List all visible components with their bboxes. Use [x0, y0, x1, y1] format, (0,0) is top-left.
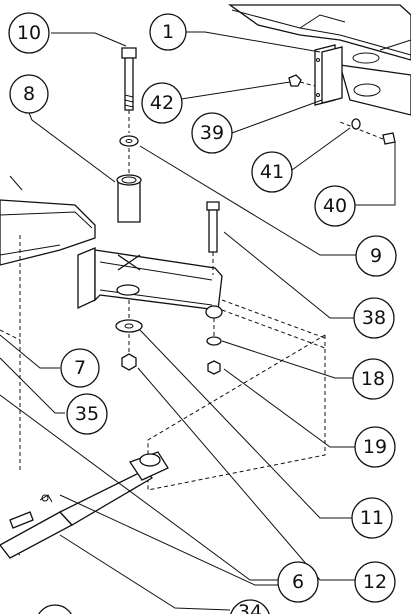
callout-7-label: 7 [74, 357, 86, 379]
nut-12 [121, 334, 137, 371]
washer-18 [206, 318, 222, 346]
leader-lines [0, 31, 396, 611]
callout-39: 39 [191, 112, 233, 154]
callout-42-label: 42 [150, 92, 174, 114]
pivot-arm [77, 247, 223, 319]
callout-8-label: 8 [23, 83, 35, 105]
callout-12: 12 [354, 561, 396, 603]
washer-9 [119, 135, 139, 147]
callout-6-label: 6 [292, 571, 304, 593]
callout-8: 8 [9, 74, 49, 114]
callout-35: 35 [66, 393, 108, 435]
callout-10-label: 10 [17, 22, 41, 44]
callout-1-label: 1 [162, 21, 174, 43]
hydraulic-cylinder [0, 451, 169, 559]
mounting-plate [314, 44, 343, 106]
callout-12-label: 12 [363, 571, 387, 593]
washer-11 [115, 300, 143, 333]
nut-42 [288, 74, 316, 87]
frame-rail-top [227, 4, 411, 116]
callout-19: 19 [354, 426, 396, 468]
callout-1: 1 [149, 13, 187, 51]
callout-7: 7 [60, 348, 100, 388]
callout-34-label: 34 [238, 601, 262, 614]
nut-19 [207, 360, 221, 375]
bushing-8 [116, 148, 142, 223]
callout-40-label: 40 [323, 195, 347, 217]
callout-40: 40 [314, 185, 356, 227]
callout-38: 38 [353, 297, 395, 339]
callout-11-label: 11 [360, 507, 384, 529]
washer-41 [351, 118, 361, 130]
callout-34: 34 [230, 599, 270, 614]
callout-11: 11 [351, 497, 393, 539]
bolt-10 [121, 47, 137, 133]
callout-10: 10 [8, 12, 50, 54]
callout-42: 42 [141, 82, 183, 124]
callout-9-label: 9 [370, 245, 382, 267]
callout-41-label: 41 [260, 161, 284, 183]
callout-39-label: 39 [200, 122, 224, 144]
callout-6: 6 [277, 561, 319, 603]
bolt-40 [339, 121, 396, 145]
callout-35-label: 35 [75, 403, 99, 425]
callout-38-label: 38 [362, 307, 386, 329]
callout-partial-bottom-left [38, 604, 72, 614]
callout-18-label: 18 [361, 368, 385, 390]
callout-9: 9 [355, 235, 397, 277]
hidden-lines [0, 299, 326, 556]
pin-38 [206, 201, 220, 275]
frame-rail-left [0, 175, 96, 470]
callout-19-label: 19 [363, 436, 387, 458]
callout-18: 18 [352, 358, 394, 400]
callout-41: 41 [251, 151, 293, 193]
